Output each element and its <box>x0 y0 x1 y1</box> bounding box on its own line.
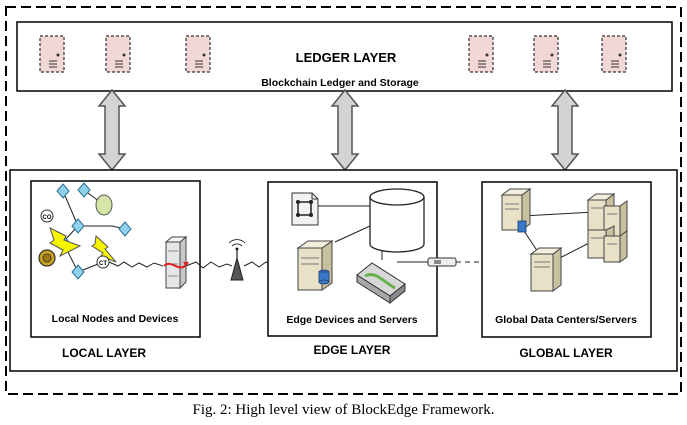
framework-boundary <box>5 6 682 395</box>
ledger-server-icon <box>601 35 627 73</box>
double-arrow-icon <box>331 89 359 171</box>
co-node-icon <box>40 209 54 223</box>
wireless-link <box>108 261 164 268</box>
blockedge-diagram: LEDGER LAYER Blockchain Ledger and Stora… <box>5 6 682 395</box>
wireless-link <box>185 261 233 269</box>
ledger-server-icon <box>105 35 131 73</box>
local-nodes-label: Local Nodes and Devices <box>52 313 179 325</box>
edge-server-icon <box>296 240 334 291</box>
double-arrow-icon <box>98 89 126 171</box>
ledger-server-icon <box>533 35 559 73</box>
ct-node-label: CT <box>99 261 107 267</box>
ledger-server-icon <box>185 35 211 73</box>
edge-layer-label: EDGE LAYER <box>314 343 391 357</box>
antenna-tower-icon <box>228 239 246 281</box>
ledger-server-icon <box>468 35 494 73</box>
sensor-oval-icon <box>95 194 113 216</box>
lightning-bolt-icon <box>49 227 82 258</box>
database-cylinder-icon <box>369 188 425 253</box>
figure-caption: Fig. 2: High level view of BlockEdge Fra… <box>192 402 495 418</box>
co-node-label: CO <box>43 215 52 221</box>
cable-connector-icon <box>427 257 457 267</box>
global-centers-label: Global Data Centers/Servers <box>495 314 637 326</box>
global-layer-label: GLOBAL LAYER <box>519 346 613 360</box>
ledger-server-icon <box>39 35 65 73</box>
double-arrow-icon <box>551 89 579 171</box>
local-layer-label: LOCAL LAYER <box>62 346 146 360</box>
edge-devices-label: Edge Devices and Servers <box>286 314 417 326</box>
ledger-layer-subtitle: Blockchain Ledger and Storage <box>261 77 419 89</box>
datacenter-rack-icon <box>586 193 628 263</box>
gateway-server-icon <box>165 236 187 289</box>
datacenter-server-icon <box>500 188 532 233</box>
ledger-layer-title: LEDGER LAYER <box>296 50 397 65</box>
contract-document-icon <box>291 192 319 226</box>
network-switch-icon <box>356 262 406 305</box>
datacenter-server-icon <box>529 247 563 292</box>
